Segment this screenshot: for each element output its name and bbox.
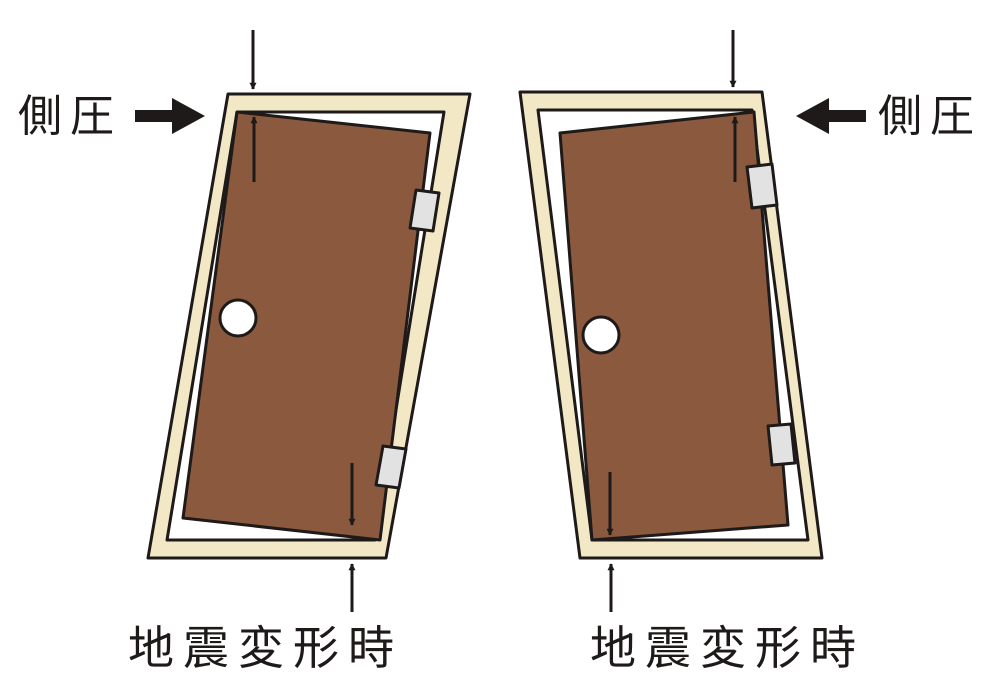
left-door-assembly bbox=[135, 30, 472, 612]
left-door-hinge-top bbox=[408, 188, 441, 233]
right-door-knob bbox=[581, 315, 621, 355]
left-side-pressure-label: 側圧 bbox=[18, 91, 122, 142]
right-door-hinge-top bbox=[745, 162, 779, 210]
right-caption: 地震変形時 bbox=[590, 621, 865, 675]
right-side-pressure-label: 側圧 bbox=[878, 91, 982, 142]
left-caption: 地震変形時 bbox=[128, 621, 403, 675]
right-door-leaf bbox=[558, 110, 790, 542]
left-door-leaf bbox=[181, 110, 432, 542]
right-side-pressure-arrow bbox=[796, 98, 866, 134]
right-door-assembly bbox=[518, 30, 866, 612]
right-door-hinge-bottom bbox=[766, 422, 797, 467]
left-door-hinge-bottom bbox=[374, 444, 408, 490]
left-door-knob bbox=[218, 298, 258, 338]
left-side-pressure-arrow bbox=[135, 98, 205, 134]
